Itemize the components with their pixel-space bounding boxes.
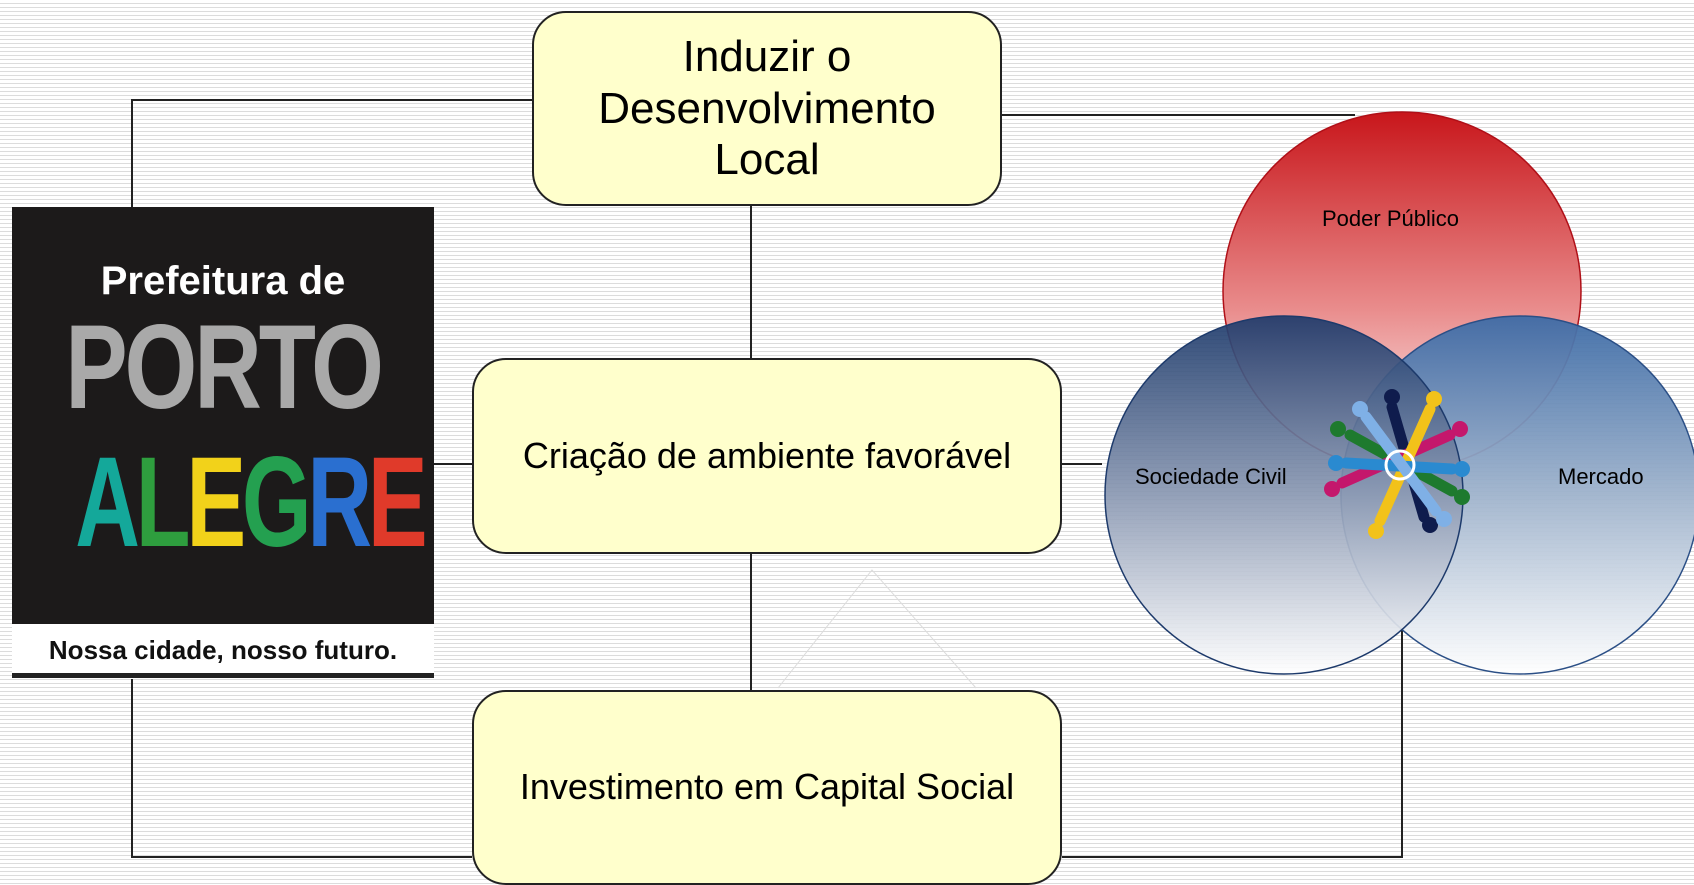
- goal-box-label: Induzir o Desenvolvimento Local: [598, 31, 936, 185]
- logo-letter: E: [186, 431, 246, 574]
- logo-porto-text: PORTO: [65, 300, 384, 434]
- box-ambiente-label: Criação de ambiente favorável: [522, 434, 1012, 476]
- logo-underline: [12, 673, 434, 678]
- logo-letter: L: [135, 431, 191, 574]
- logo-letter: G: [241, 431, 312, 574]
- box-capital-social: Investimento em Capital Social: [472, 690, 1062, 885]
- logo-tagline: Nossa cidade, nosso futuro.: [48, 635, 398, 665]
- people-circle-icon: [1324, 389, 1470, 539]
- logo-alegre-text: ALEGRE: [75, 439, 427, 567]
- logo-prefeitura-text: Prefeitura de: [100, 259, 346, 303]
- goal-box-induzir: Induzir o Desenvolvimento Local: [532, 11, 1002, 206]
- venn-label-mercado: Mercado: [1558, 464, 1644, 489]
- venn-label-sociedade-civil: Sociedade Civil: [1135, 464, 1287, 489]
- venn-label-poder-publico: Poder Público: [1322, 206, 1459, 231]
- logo-background: [12, 207, 434, 624]
- porto-alegre-logo: Prefeitura de PORTO ALEGRE Nossa cidade,…: [12, 207, 434, 679]
- logo-letter: R: [307, 431, 372, 574]
- logo-letter: A: [75, 431, 140, 574]
- box-capital-label: Investimento em Capital Social: [519, 766, 1015, 808]
- box-ambiente-favoravel: Criação de ambiente favorável: [472, 358, 1062, 554]
- venn-circle-sociedade-civil: [1104, 315, 1464, 675]
- logo-letter: E: [367, 431, 428, 574]
